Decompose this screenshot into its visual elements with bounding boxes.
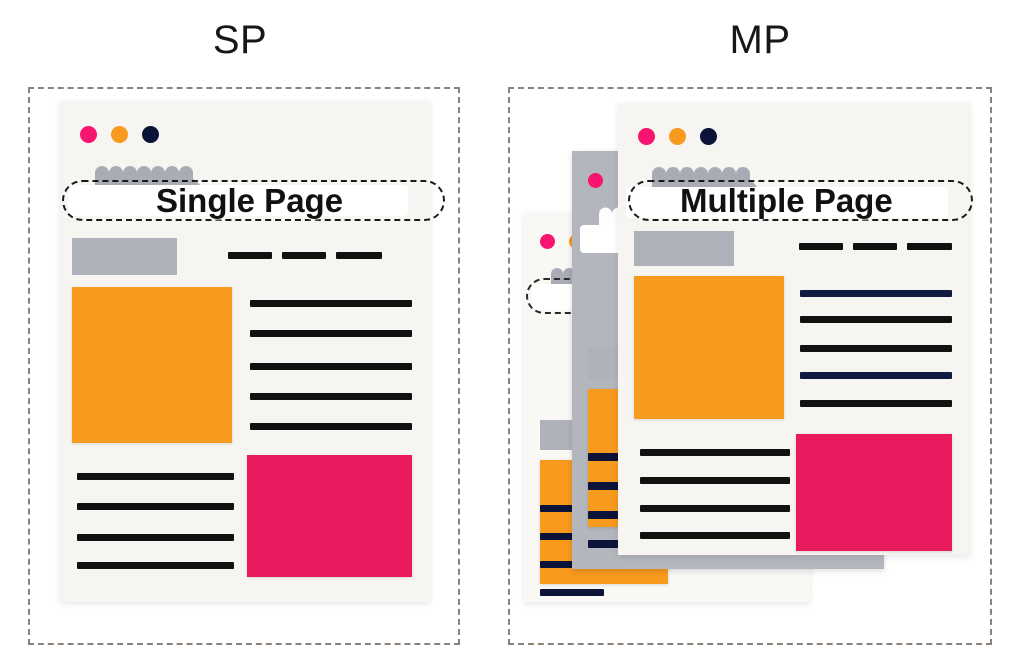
sp-page-label: Single Page [156, 182, 344, 219]
maximize-dot-icon[interactable] [700, 128, 717, 145]
panel-title-mp: MP [729, 18, 791, 62]
sp-text-line [250, 393, 412, 400]
mp-pink-media-block [796, 434, 952, 551]
close-dot-icon[interactable] [80, 126, 97, 143]
mp-nav-dash [799, 243, 843, 250]
mp-text-line [640, 449, 790, 456]
mp-text-line [800, 400, 952, 407]
mp-title-highlight [628, 180, 973, 221]
mp-page-label: Multiple Page [680, 182, 893, 219]
panel-title-sp: SP [212, 18, 268, 62]
sp-text-line [77, 503, 234, 510]
close-dot-icon[interactable] [540, 234, 555, 249]
sp-pink-media-block [247, 455, 412, 577]
sp-heading-block [72, 238, 177, 275]
maximize-dot-icon[interactable] [142, 126, 159, 143]
sp-title-highlight [62, 180, 445, 221]
sp-text-line [77, 534, 234, 541]
mp-front-traffic-lights [638, 128, 717, 145]
sp-nav-dash [228, 252, 272, 259]
sp-orange-media-block [72, 287, 232, 443]
sp-search-input[interactable] [68, 185, 408, 216]
sp-text-line [250, 300, 412, 307]
mp-text-line [800, 345, 952, 352]
sp-text-line [250, 330, 412, 337]
mp-front-orange-media-block [634, 276, 784, 419]
sp-text-line [77, 473, 234, 480]
sp-text-line [250, 423, 412, 430]
mp-front-heading-block [634, 231, 734, 266]
close-dot-icon[interactable] [638, 128, 655, 145]
sp-nav-dash [282, 252, 326, 259]
mp-text-line [640, 505, 790, 512]
mp-middle-traffic-lights [588, 173, 603, 188]
minimize-dot-icon[interactable] [669, 128, 686, 145]
mp-front-search-input[interactable] [626, 187, 948, 218]
close-dot-icon[interactable] [588, 173, 603, 188]
minimize-dot-icon[interactable] [111, 126, 128, 143]
mp-text-line [800, 316, 952, 323]
sp-text-line [250, 363, 412, 370]
panel-mp [508, 87, 992, 645]
mp-text-line [800, 290, 952, 297]
mp-nav-dash [907, 243, 952, 250]
mp-nav-dash [853, 243, 897, 250]
panel-sp [28, 87, 460, 645]
mp-back-text-line [540, 589, 604, 596]
mp-text-line [640, 477, 790, 484]
sp-nav-dash [336, 252, 382, 259]
mp-text-line [800, 372, 952, 379]
sp-text-line [77, 562, 234, 569]
mp-text-line [640, 532, 790, 539]
sp-traffic-lights [80, 126, 159, 143]
